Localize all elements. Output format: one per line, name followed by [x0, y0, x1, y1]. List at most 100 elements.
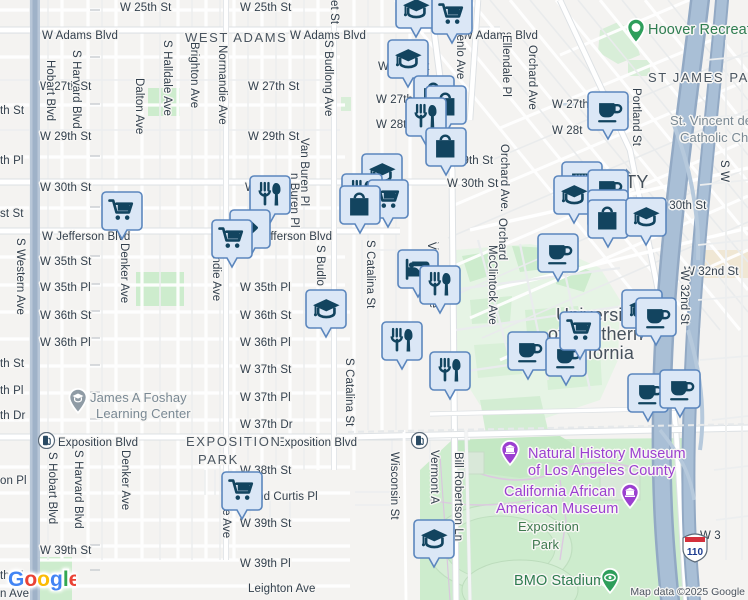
street-label-horizontal: st St — [0, 208, 24, 220]
street-label-horizontal: W 35th Pl — [240, 282, 291, 294]
street-label-horizontal: W 27th St — [248, 81, 300, 93]
museum-circle-icon[interactable] — [500, 440, 520, 466]
street-label-vertical: Hobart Blvd — [44, 60, 56, 122]
street-label-horizontal: th St — [0, 358, 25, 370]
place-label-park[interactable]: Exposition — [518, 519, 579, 534]
park-circle-icon[interactable] — [626, 18, 646, 44]
place-label-park[interactable]: Park — [532, 537, 560, 552]
place-label-park-poi[interactable]: Hoover Recreation — [648, 22, 748, 38]
street-label-horizontal: W 39th St — [40, 545, 92, 557]
street-label-horizontal: th St — [0, 105, 25, 117]
street-label-horizontal: W 30th St — [40, 182, 92, 194]
map-pin-shopping-cart-36[interactable] — [220, 470, 264, 524]
street-label-vertical: S Halldale Ave — [161, 40, 173, 116]
street-label-vertical: Orchard Ave. — [498, 144, 510, 213]
street-label-horizontal: th Pl — [0, 385, 24, 397]
street-label-vertical: S Harvard Blvd — [70, 50, 82, 129]
place-label-museum[interactable]: of Los Angeles County — [528, 463, 676, 479]
place-label-museum[interactable]: California African — [504, 484, 616, 500]
street-label-horizontal: W 36th Pl — [40, 337, 91, 349]
street-label-horizontal: Exposition Blvd — [277, 437, 358, 449]
freeway-shield-110: 110 — [682, 533, 708, 563]
place-label-poi[interactable]: Catholic Ch — [680, 130, 748, 145]
street-label-horizontal: ST JAMES PARK — [648, 70, 748, 85]
street-label-vertical: S Harvard Blvd — [72, 450, 84, 529]
street-label-horizontal: PARK — [198, 452, 239, 467]
street-label-vertical: Denker Ave — [118, 243, 130, 304]
street-label-horizontal: th Dr — [0, 410, 26, 422]
street-label-horizontal: W 28t — [552, 125, 583, 137]
street-label-vertical: Brighton Ave — [188, 42, 200, 109]
street-label-horizontal: WEST ADAMS — [185, 30, 288, 45]
street-label-horizontal: W 36th St — [240, 310, 292, 322]
street-label-horizontal: on Pl — [0, 475, 27, 487]
street-label-vertical: S Western Ave — [14, 238, 26, 315]
gas-station-icon[interactable] — [411, 432, 428, 449]
map-pin-shopping-bag-12[interactable] — [338, 184, 382, 238]
place-label-area: PARK — [198, 452, 239, 467]
street-label-vertical: Van Buren Pl — [298, 138, 310, 207]
street-label-vertical: S Budlo — [314, 245, 326, 286]
street-label-vertical: S W — [718, 160, 730, 183]
street-label-vertical: Portland St — [630, 88, 642, 146]
map-pin-coffee-cup-34[interactable] — [658, 368, 702, 422]
museum-circle-icon[interactable] — [620, 483, 640, 509]
street-label-vertical: S Catalina St — [343, 358, 355, 427]
street-label-horizontal: W 37th St — [240, 364, 292, 376]
map-pin-coffee-cup-31[interactable] — [634, 296, 678, 350]
school-circle-icon[interactable] — [68, 388, 88, 414]
street-label-horizontal: W 36th Pl — [240, 337, 291, 349]
street-label-horizontal: W 32nd St — [684, 266, 739, 278]
freeway-number: 110 — [687, 547, 704, 558]
street-label-vertical: S Budlong Ave — [322, 40, 334, 117]
street-label-horizontal: W Adams Blvd — [42, 30, 118, 42]
map-pin-restaurant-25[interactable] — [418, 264, 462, 318]
map-pin-shopping-cart-32[interactable] — [558, 310, 602, 364]
google-logo[interactable]: Google Google — [6, 566, 82, 596]
place-label-school[interactable]: James A Foshay — [90, 390, 187, 405]
street-label-vertical: McClintock Ave — [486, 245, 498, 325]
place-label-museum[interactable]: American Museum — [496, 501, 619, 517]
street-label-horizontal: Leighton Ave — [248, 583, 316, 595]
street-label-horizontal: W 27th — [552, 99, 590, 111]
street-label-horizontal: W 25th St — [240, 2, 292, 14]
street-label-horizontal: W Adams Blvd — [290, 30, 366, 42]
street-label-horizontal: th Pl — [0, 155, 24, 167]
place-label-school[interactable]: Learning Center — [96, 406, 191, 421]
gas-station-icon[interactable] — [38, 432, 55, 449]
street-label-vertical: et St — [328, 0, 340, 25]
street-label-vertical: Dalton Ave — [133, 78, 145, 135]
place-label-area: ST JAMES PARK — [648, 70, 748, 85]
street-label-vertical: Orchard Ave — [526, 45, 538, 110]
map-pin-coffee-cup-23[interactable] — [536, 232, 580, 286]
street-label-horizontal: W 29th St — [248, 131, 300, 143]
street-label-horizontal: W 37th Dr — [240, 419, 293, 431]
map-pin-graduation-cap-35[interactable] — [304, 288, 348, 342]
svg-text:Google: Google — [8, 568, 76, 591]
map-attribution: Map data ©2025 Google — [630, 586, 745, 598]
map-pin-coffee-cup-8[interactable] — [586, 90, 630, 144]
map-pin-shopping-bag-7[interactable] — [424, 126, 468, 180]
street-label-horizontal: W 36th St — [40, 310, 92, 322]
street-label-vertical: Vermont A — [428, 450, 440, 504]
street-label-vertical: Ellendale Pl — [500, 35, 512, 97]
map-pin-restaurant-27[interactable] — [428, 350, 472, 404]
map-pin-shopping-cart-2[interactable] — [430, 0, 474, 48]
street-label-horizontal: W 35th St — [40, 256, 92, 268]
street-label-vertical: Denker Ave — [119, 450, 131, 511]
place-label-poi[interactable]: St. Vincent de — [670, 113, 748, 128]
street-label-horizontal: W 25th St — [120, 2, 172, 14]
place-label-museum[interactable]: Natural History Museum — [528, 446, 686, 462]
street-label-vertical: S Hobart Blvd — [46, 452, 58, 525]
stadium-circle-icon[interactable] — [600, 568, 620, 594]
street-label-vertical: Orchard — [496, 218, 508, 261]
map-pin-graduation-cap-22[interactable] — [624, 196, 668, 250]
street-label-horizontal: W 27th St — [40, 81, 92, 93]
street-label-horizontal: W 35th Pl — [40, 282, 91, 294]
map-pin-graduation-cap-37[interactable] — [412, 518, 456, 572]
map-pin-restaurant-26[interactable] — [380, 320, 424, 374]
map-pin-shopping-cart-15[interactable] — [100, 190, 144, 244]
place-label-stadium[interactable]: BMO Stadium — [514, 573, 606, 589]
map-pin-shopping-cart-16[interactable] — [210, 218, 254, 272]
